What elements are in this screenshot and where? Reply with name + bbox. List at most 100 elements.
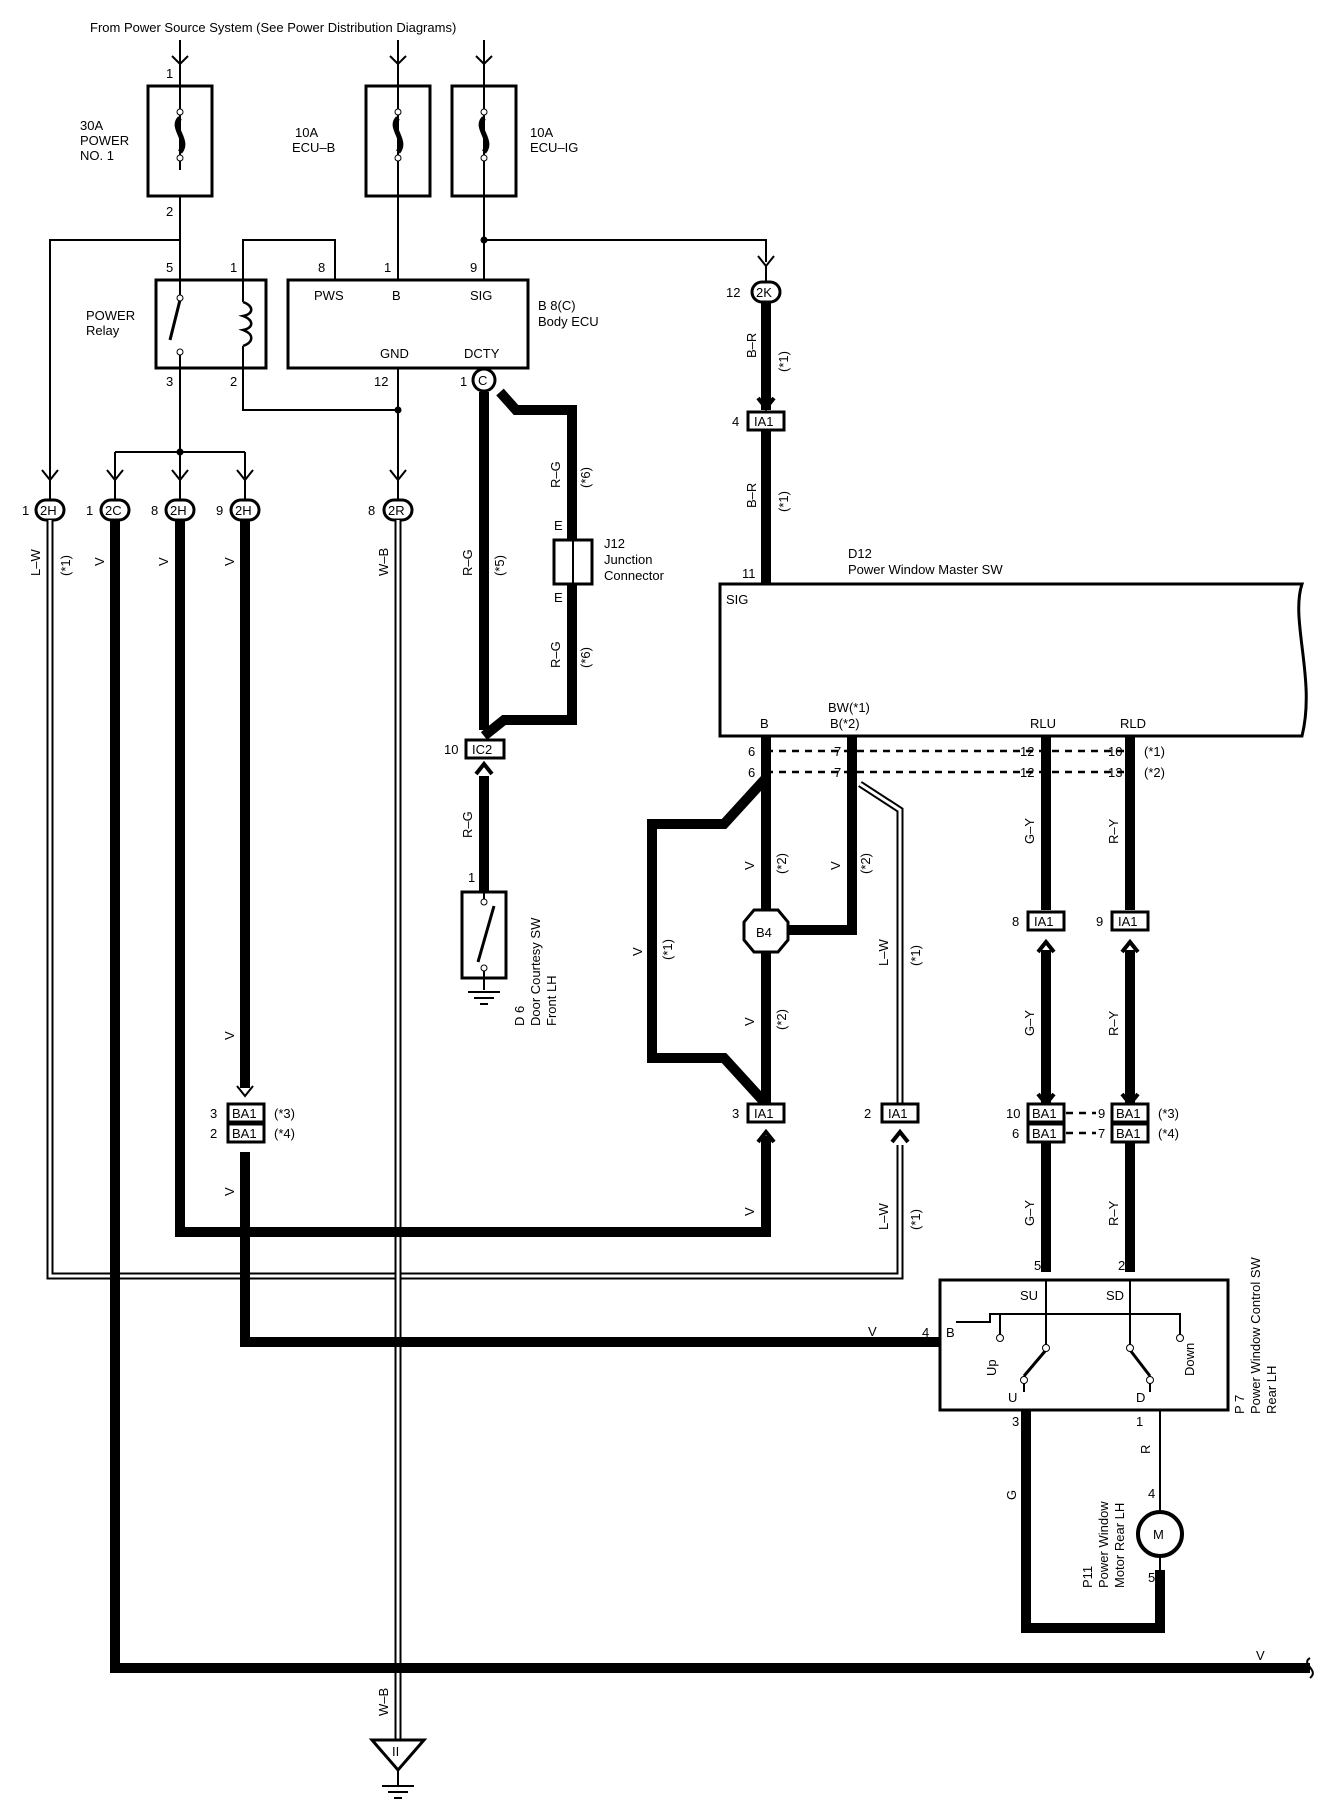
- diagram-label: (*5): [492, 555, 507, 576]
- connector-ia1-top: IA1 4: [732, 410, 786, 432]
- diagram-label: IA1: [1034, 914, 1054, 929]
- diagram-label: Front LH: [544, 975, 559, 1026]
- diagram-label: (*3): [274, 1106, 295, 1121]
- diagram-label: D: [1136, 1390, 1145, 1405]
- wire-break: [1306, 1657, 1314, 1679]
- fuse-ecub-label2: ECU–B: [292, 140, 335, 155]
- ecu-pin12: 12: [374, 374, 388, 389]
- diagram-label: 9: [1098, 1106, 1105, 1121]
- diagram-label: L–W: [28, 549, 43, 576]
- fuse-power-pin1: 1: [166, 66, 173, 81]
- ecu-b: B: [392, 288, 401, 303]
- diagram-label: SU: [1020, 1288, 1038, 1303]
- diagram-label: L–W: [876, 1203, 891, 1230]
- diagram-label: R–G: [548, 461, 563, 488]
- ecu-sig: SIG: [470, 288, 492, 303]
- connector-ia1-rlu: IA1 8: [1012, 910, 1066, 954]
- diagram-label: 5: [1148, 1570, 1155, 1585]
- diagram-label: B: [760, 716, 769, 731]
- diagram-label: 1: [86, 503, 93, 518]
- diagram-label: R: [1138, 1445, 1153, 1454]
- diagram-label: V: [742, 861, 757, 870]
- connector-ia1-rld: IA1 9: [1096, 910, 1150, 954]
- diagram-label: 5: [1034, 1258, 1041, 1273]
- diagram-label: 6: [748, 744, 755, 759]
- relay-pin1: 1: [230, 260, 237, 275]
- top-connectors: 2H 1 2C 1 2H 8 2H 9 2R 8 2K 12: [22, 280, 782, 522]
- wire-lw-master: [858, 781, 904, 1104]
- diagram-label: R–G: [460, 549, 475, 576]
- diagram-label: Power Window: [1096, 1501, 1111, 1588]
- diagram-label: (*6): [578, 467, 593, 488]
- diagram-label: Connector: [604, 568, 665, 583]
- diagram-label: (*1): [776, 351, 791, 372]
- diagram-label: 13: [1108, 765, 1122, 780]
- diagram-label: R–Y: [1106, 1010, 1121, 1036]
- diagram-label: (*6): [578, 647, 593, 668]
- ecu-pin8: 8: [318, 260, 325, 275]
- diagram-label: Power Window Control SW: [1248, 1257, 1263, 1414]
- power-relay: 5 1 3 2 POWER Relay: [86, 260, 268, 389]
- diagram-label: (*1): [58, 555, 73, 576]
- diagram-label: V: [828, 861, 843, 870]
- diagram-label: Door Courtesy SW: [528, 917, 543, 1026]
- relay-pin3: 3: [166, 374, 173, 389]
- diagram-label: 4: [732, 414, 739, 429]
- diagram-label: IA1: [1118, 914, 1138, 929]
- connector-c-label: C: [478, 373, 487, 388]
- body-ecu: PWS B SIG GND DCTY 8 1 9 12 1 B 8(C) Bod…: [286, 260, 599, 389]
- diagram-label: 6: [748, 765, 755, 780]
- wire-motor: [1021, 1410, 1165, 1633]
- connector-ia1-b: IA1 3: [732, 1102, 786, 1144]
- diagram-label: L–W: [876, 939, 891, 966]
- diagram-label: Power Window Master SW: [848, 562, 1003, 577]
- diagram-label: Junction: [604, 552, 652, 567]
- diagram-label: 2: [1118, 1258, 1125, 1273]
- diagram-label: B–R: [744, 333, 759, 358]
- connector-stubs: [49, 266, 767, 500]
- fuse-power-pin2: 2: [166, 204, 173, 219]
- ecu-name: Body ECU: [538, 314, 599, 329]
- diagram-label: G–Y: [1022, 818, 1037, 844]
- ecu-pin-dcty: 1: [460, 374, 467, 389]
- diagram-label: G–Y: [1022, 1010, 1037, 1036]
- wire-lw-left: [46, 520, 904, 1280]
- diagram-label: 2: [864, 1106, 871, 1121]
- diagram-label: V: [1256, 1648, 1265, 1663]
- diagram-label: 10: [1006, 1106, 1020, 1121]
- diagram-label: (*2): [1144, 765, 1165, 780]
- diagram-label: II: [392, 1744, 399, 1759]
- diagram-label: V: [222, 1187, 237, 1196]
- diagram-label: (*1): [1144, 744, 1165, 759]
- fuse-ecu-ig: 10A ECU–IG: [450, 64, 578, 198]
- diagram-label: (*2): [774, 853, 789, 874]
- master-pin-labels: 6 6 7 7 12 12 10 13 (*1) (*2): [748, 744, 1165, 780]
- wire-color-labels: L–W (*1) V V V W–B R–G (*5) R–G (*6) R–G…: [28, 333, 1265, 1663]
- diagram-label: BA1: [1116, 1106, 1141, 1121]
- diagram-label: SIG: [726, 592, 748, 607]
- diagram-label: 3: [210, 1106, 217, 1121]
- diagram-label: Rear LH: [1264, 1366, 1279, 1414]
- power-window-control-sw: 5 2 SU SD 4 B U D Up Down 3 1 P 7 Power …: [922, 1257, 1279, 1429]
- feed-arrows: [171, 40, 493, 66]
- diagram-label: 1: [1136, 1414, 1143, 1429]
- diagram-label: IA1: [754, 414, 774, 429]
- diagram-label: Up: [984, 1359, 999, 1376]
- diagram-label: BW(*1): [828, 700, 870, 715]
- junction-j12: E E J12 Junction Connector: [552, 518, 665, 605]
- ecu-gnd: GND: [380, 346, 409, 361]
- fuse-ecuig-label1: 10A: [530, 125, 553, 140]
- ecu-pws: PWS: [314, 288, 344, 303]
- diagram-label: M: [1153, 1527, 1164, 1542]
- ba1-left: BA1 3 (*3) BA1 2 (*4): [210, 1085, 295, 1144]
- diagram-label: V: [868, 1324, 877, 1339]
- diagram-label: IA1: [888, 1106, 908, 1121]
- diagram-label: (*1): [660, 939, 675, 960]
- diagram-label: R–G: [548, 641, 563, 668]
- source-note: From Power Source System (See Power Dist…: [90, 20, 456, 35]
- diagram-label: W–B: [376, 548, 391, 576]
- diagram-label: R–G: [460, 811, 475, 838]
- diagram-label: SD: [1106, 1288, 1124, 1303]
- diagram-label: J12: [604, 536, 625, 551]
